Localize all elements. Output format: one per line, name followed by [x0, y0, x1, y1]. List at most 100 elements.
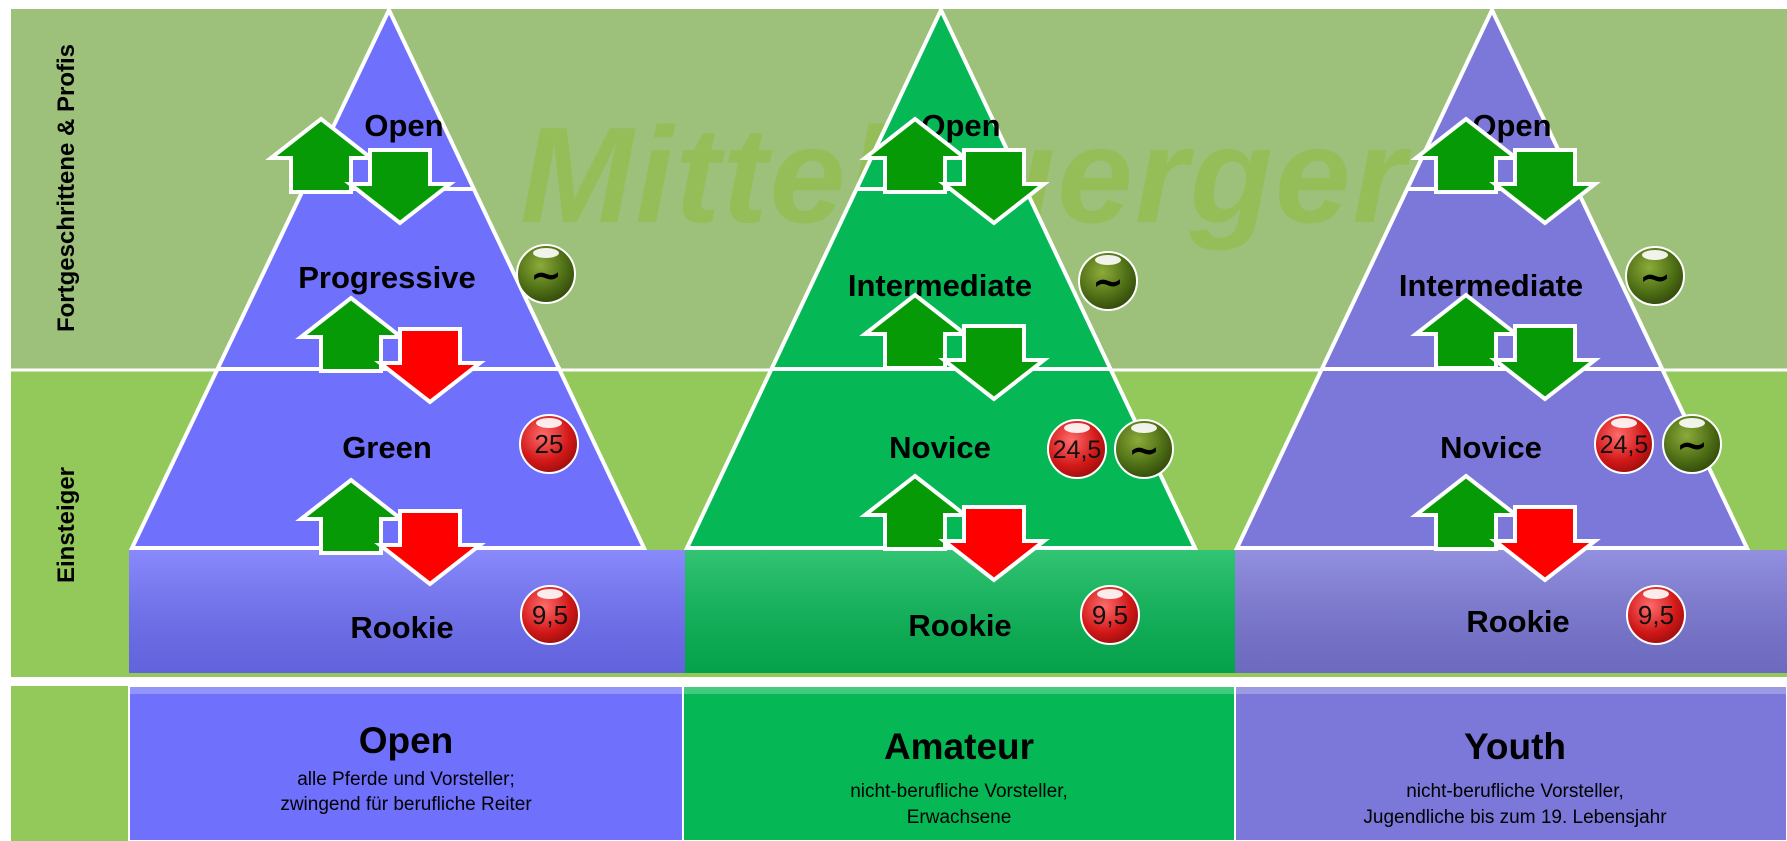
- badge-text: 9,5: [532, 600, 568, 630]
- category-desc-amateur-line2: Erwachsene: [907, 807, 1012, 828]
- arrow-pair-amateur-3: [859, 473, 1050, 583]
- badge-green-youth-novice: ~: [1662, 414, 1722, 474]
- category-desc-amateur-line1: nicht-berufliche Vorsteller,: [850, 781, 1068, 802]
- arrow-down-icon: [374, 509, 486, 587]
- arrow-pair-youth-1: [1410, 116, 1601, 226]
- level-label-youth-third: Novice: [1440, 430, 1542, 465]
- arrow-pair-youth-2: [1410, 292, 1601, 402]
- badge-text: 9,5: [1092, 600, 1128, 630]
- badge-circle: [1080, 585, 1140, 645]
- badge-circle: [1626, 585, 1686, 645]
- arrow-down-icon: [1489, 148, 1601, 226]
- badge-green-open-progressive: ~: [516, 244, 576, 304]
- badge-text: ~: [530, 253, 562, 297]
- category-desc-open-line2: zwingend für berufliche Reiter: [280, 794, 532, 815]
- badge-circle: [1625, 246, 1685, 306]
- level-label-youth-second: Intermediate: [1399, 268, 1583, 303]
- badge-highlight: [533, 248, 559, 258]
- badge-red-amateur-rookie: 9,5: [1080, 585, 1140, 645]
- badge-text: 9,5: [1638, 600, 1674, 630]
- level-label-amateur-bottom: Rookie: [908, 608, 1011, 643]
- badge-circle: [1047, 419, 1107, 479]
- badge-highlight: [1679, 418, 1705, 428]
- badge-highlight: [1095, 255, 1121, 265]
- level-label-open-third: Green: [342, 430, 432, 465]
- side-label-upper: Fortgeschrittene & Profis: [53, 44, 80, 332]
- badge-text: ~: [1676, 423, 1708, 467]
- category-desc-youth-line1: nicht-berufliche Vorsteller,: [1406, 781, 1624, 802]
- badge-circle: [1662, 414, 1722, 474]
- rookie-row-shade: [129, 550, 1787, 673]
- arrow-pair-open-2: [295, 295, 486, 405]
- level-label-amateur-second: Intermediate: [848, 268, 1032, 303]
- arrow-up-icon: [859, 292, 971, 370]
- category-panel-youth: [1234, 685, 1787, 841]
- arrow-down-icon: [374, 327, 486, 405]
- arrow-down-icon: [344, 148, 456, 226]
- badge-circle: [516, 244, 576, 304]
- arrow-down-icon: [938, 148, 1050, 226]
- category-desc-youth-line2: Jugendliche bis zum 19. Lebensjahr: [1363, 807, 1667, 828]
- badge-circle: [519, 414, 579, 474]
- badge-highlight: [1611, 418, 1637, 428]
- badge-red-open-rookie: 9,5: [520, 585, 580, 645]
- category-title-open: Open: [359, 720, 454, 761]
- arrow-up-icon: [295, 295, 407, 373]
- badge-highlight: [536, 418, 562, 428]
- level-label-open-top: Open: [364, 108, 443, 143]
- badge-red-amateur-novice: 24,5: [1047, 419, 1107, 479]
- badge-text: 24,5: [1053, 436, 1102, 464]
- badge-circle: [1114, 419, 1174, 479]
- level-label-open-bottom: Rookie: [350, 610, 453, 645]
- arrow-pair-youth-3: [1410, 473, 1601, 583]
- arrow-up-icon: [295, 477, 407, 555]
- arrow-up-icon: [859, 473, 971, 551]
- arrow-down-icon: [938, 505, 1050, 583]
- category-panels: Open alle Pferde und Vorsteller; zwingen…: [128, 685, 1787, 841]
- arrow-pair-open-3: [295, 477, 486, 587]
- category-panel-amateur: [682, 685, 1236, 841]
- badge-circle: [1594, 414, 1654, 474]
- outer-frame-bottom: [7, 682, 1787, 841]
- category-desc-open-line1: alle Pferde und Vorsteller;: [297, 769, 515, 790]
- badge-circle: [1078, 251, 1138, 311]
- category-panel-open: [128, 685, 684, 841]
- badge-text: ~: [1128, 428, 1160, 472]
- arrow-up-icon: [1410, 473, 1522, 551]
- badge-highlight: [1131, 423, 1157, 433]
- badge-red-youth-novice: 24,5: [1594, 414, 1654, 474]
- arrow-up-icon: [859, 116, 971, 194]
- badge-highlight: [1097, 589, 1123, 599]
- arrow-up-icon: [1410, 292, 1522, 370]
- arrow-pair-open-1: [265, 116, 456, 226]
- badge-red-open-green: 25: [519, 414, 579, 474]
- level-label-youth-bottom: Rookie: [1466, 604, 1569, 639]
- badge-highlight: [1642, 250, 1668, 260]
- arrow-down-icon: [1489, 324, 1601, 402]
- arrow-down-icon: [1489, 505, 1601, 583]
- badge-highlight: [1064, 423, 1090, 433]
- arrow-down-icon: [938, 324, 1050, 402]
- badge-green-amateur-intermediate: ~: [1078, 251, 1138, 311]
- badge-green-amateur-novice: ~: [1114, 419, 1174, 479]
- badge-text: ~: [1639, 255, 1671, 299]
- left-strip-bottom: [10, 686, 128, 841]
- category-title-amateur: Amateur: [884, 726, 1034, 767]
- badge-text: 25: [535, 429, 564, 459]
- category-panel-shade: [129, 686, 1787, 694]
- outer-frame-top: [7, 5, 1787, 681]
- level-label-amateur-third: Novice: [889, 430, 991, 465]
- category-title-youth: Youth: [1464, 726, 1566, 767]
- arrow-pair-amateur-2: [859, 292, 1050, 402]
- arrow-up-icon: [1410, 116, 1522, 194]
- badge-highlight: [537, 589, 563, 599]
- badge-green-youth-intermediate: ~: [1625, 246, 1685, 306]
- arrow-pair-amateur-1: [859, 116, 1050, 226]
- badge-text: 24,5: [1600, 431, 1649, 459]
- arrow-up-icon: [265, 116, 377, 194]
- badge-red-youth-rookie: 9,5: [1626, 585, 1686, 645]
- badge-circle: [520, 585, 580, 645]
- badges-layer: ~ 25 9,5 ~ 24,5: [516, 244, 1722, 645]
